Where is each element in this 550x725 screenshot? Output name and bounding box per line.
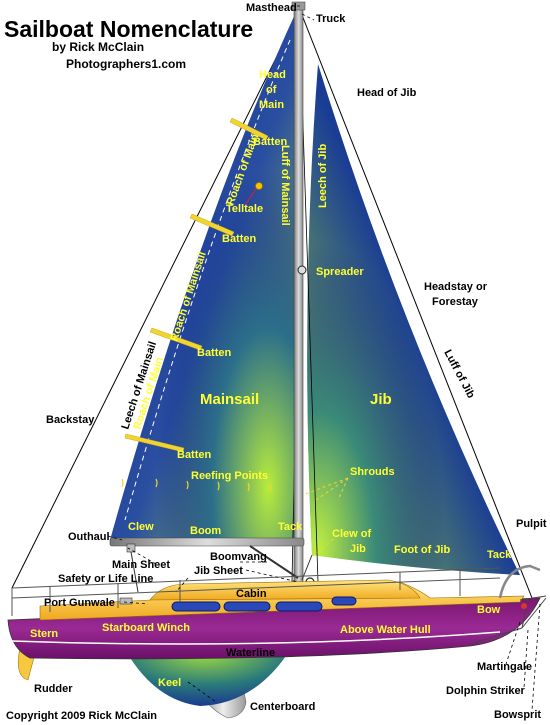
copyright-notice: Copyright 2009 Rick McClain bbox=[6, 710, 157, 722]
keel-label: Keel bbox=[158, 677, 181, 689]
stern-label: Stern bbox=[30, 628, 58, 640]
pulpit-rail bbox=[498, 564, 541, 599]
bowsprit-label: Bowsprit bbox=[494, 709, 541, 721]
luff-of-mainsail-label: Luff of Mainsail bbox=[279, 145, 291, 226]
mainsail-shape bbox=[110, 12, 296, 540]
dolphin-striker-label: Dolphin Striker bbox=[446, 685, 526, 697]
telltale-label: Telltale bbox=[226, 203, 263, 215]
port-gunwale-label: Port Gunwale bbox=[44, 597, 115, 609]
cabin-label: Cabin bbox=[236, 588, 267, 600]
batten-label-3: Batten bbox=[197, 347, 232, 359]
author-byline: by Rick McClain bbox=[52, 40, 145, 54]
boom-label: Boom bbox=[190, 525, 221, 537]
headstay-line bbox=[299, 9, 533, 599]
reefing-points bbox=[121, 478, 272, 492]
masthead-label: Masthead bbox=[246, 2, 297, 14]
rudder-label: Rudder bbox=[34, 683, 73, 695]
pulpit-label: Pulpit bbox=[516, 518, 547, 530]
mast bbox=[293, 3, 304, 595]
tack-main-label: Tack bbox=[278, 521, 303, 533]
backstay-line bbox=[11, 9, 301, 589]
boom bbox=[109, 537, 305, 547]
portholes bbox=[171, 596, 357, 612]
telltale-mark bbox=[245, 182, 263, 205]
headstay-label-2: Forestay bbox=[432, 296, 479, 308]
outhaul-label: Outhaul bbox=[68, 531, 110, 543]
shrouds-pointers bbox=[299, 477, 349, 501]
above-water-hull-label: Above Water Hull bbox=[340, 624, 431, 636]
truck-label: Truck bbox=[316, 13, 346, 25]
tack-jib-label: Tack bbox=[487, 549, 512, 561]
foot-of-jib-label: Foot of Jib bbox=[394, 544, 450, 556]
waterline-stripe bbox=[11, 631, 501, 645]
life-lines bbox=[11, 567, 501, 616]
mainsail-leech-line bbox=[124, 39, 291, 521]
backstay-label: Backstay bbox=[46, 414, 95, 426]
mainsail-label: Mainsail bbox=[200, 391, 259, 408]
boomvang-line bbox=[249, 545, 299, 579]
reefing-points-label: Reefing Points bbox=[191, 470, 268, 482]
safety-line-label: Safety or Life Line bbox=[58, 573, 153, 585]
martingale-label: Martingale bbox=[477, 661, 532, 673]
centerboard-label: Centerboard bbox=[250, 701, 315, 713]
starboard-winch-label: Starboard Winch bbox=[102, 622, 190, 634]
clew-of-jib-label-1: Clew of bbox=[332, 528, 371, 540]
jib-sheet-label: Jib Sheet bbox=[194, 565, 243, 577]
headstay-label-1: Headstay or bbox=[424, 281, 488, 293]
head-of-main-label-2: of bbox=[266, 84, 277, 96]
spreader-label: Spreader bbox=[316, 266, 364, 278]
main-sheet-line bbox=[129, 545, 139, 593]
head-of-jib-label: Head of Jib bbox=[357, 87, 417, 99]
batten-label-2: Batten bbox=[222, 233, 257, 245]
spreader-fitting bbox=[297, 265, 307, 275]
batten-label-4: Batten bbox=[177, 449, 212, 461]
leader-lines bbox=[107, 5, 541, 711]
starboard-winch-shape bbox=[119, 597, 133, 605]
bow-label: Bow bbox=[477, 604, 501, 616]
battens bbox=[124, 117, 269, 453]
jib-label: Jib bbox=[370, 391, 392, 408]
site-byline: Photographers1.com bbox=[66, 57, 187, 71]
clew-of-jib-label-2: Jib bbox=[350, 543, 366, 555]
luff-of-jib-label: Luff of Jib bbox=[441, 348, 477, 401]
page-title: Sailboat Nomenclature bbox=[4, 16, 254, 42]
bowsprit-rig bbox=[469, 595, 547, 645]
clew-label: Clew bbox=[128, 521, 154, 533]
boomvang-label: Boomvang bbox=[210, 551, 267, 563]
head-of-main-label-1: Head bbox=[259, 69, 286, 81]
batten-label-1: Batten bbox=[253, 136, 288, 148]
head-of-main-label-3: Main bbox=[259, 99, 284, 111]
jib-shape bbox=[307, 64, 520, 575]
leech-of-jib-label: Leech of Jib bbox=[317, 144, 329, 208]
shrouds-label: Shrouds bbox=[350, 466, 395, 478]
main-sheet-label: Main Sheet bbox=[112, 559, 170, 571]
waterline-label: Waterline bbox=[226, 647, 275, 659]
